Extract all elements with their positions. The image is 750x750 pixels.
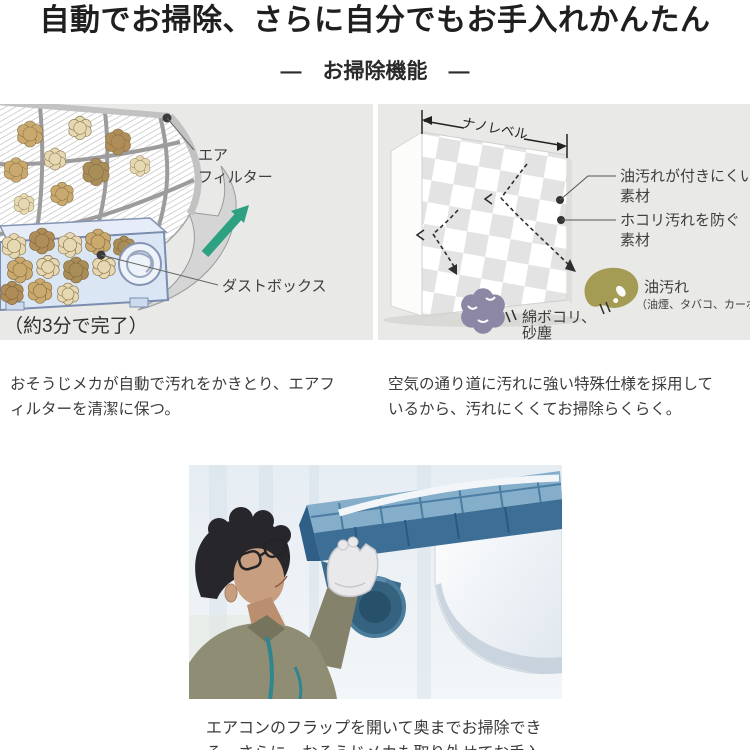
oil-dirt-detail-label: （油煙、タバコ、カーボン） [636,297,750,311]
feature-panels: エア フィルター ダストボックス （約3分で完了） [0,103,750,340]
page-title: 自動でお掃除、さらに自分でもお手入れかんたん [39,4,711,37]
dust-box-graphic [0,216,170,311]
dust-box-label: ダストボックス [222,278,327,295]
man-graphic [188,506,359,699]
air-filter-callout: エア フィルター [162,113,273,186]
air-filter-illustration: エア フィルター ダストボックス （約3分で完了） [0,103,327,337]
photo-caption: エアコンのフラップを開いて奥までお掃除できる。さらに、おそうじメカも取り外せてお… [206,719,542,750]
section-subtitle: — お掃除機能 — [280,59,470,83]
duration-note: （約3分で完了） [4,315,148,337]
cotton-dust-label-line1: 綿ボコリ、 [522,309,596,326]
air-filter-label-line1: エア [198,147,228,164]
cotton-dust-graphic [461,287,517,334]
dust-prevent-label-line2: 素材 [620,232,650,249]
dust-box-callout: ダストボックス [96,250,327,295]
glove-graphic [326,536,378,597]
coating-description: 空気の通り道に汚れに強い特殊仕様を採用しているから、汚れにくくてお掃除らくらく。 [388,376,714,418]
nano-level-label: ナノレベル [461,115,529,142]
maintenance-photo-illustration [188,464,562,699]
panel-descriptions: おそうじメカが自動で汚れをかきとり、エアフィルターを清潔に保つ。 空気の通り道に… [0,357,750,438]
nano-measure [421,109,568,158]
oil-dirt-label: 油汚れ [644,279,689,296]
maintenance-photo [188,464,562,699]
dust-prevent-callout: ホコリ汚れを防ぐ 素材 [557,212,740,249]
oil-resist-label-line2: 素材 [620,188,650,205]
coating-panel: ナノレベル 油汚れが付きにくい 素材 [378,103,750,340]
green-arrow-icon [201,204,249,257]
coating-illustration: ナノレベル 油汚れが付きにくい 素材 [383,109,750,340]
auto-clean-panel: エア フィルター ダストボックス （約3分で完了） [0,103,373,340]
cotton-dust-label-line2: 砂塵 [522,324,552,340]
auto-clean-description: おそうじメカが自動で汚れをかきとり、エアフィルターを清潔に保つ。 [10,376,335,418]
oil-dirt-graphic [584,267,639,314]
oil-resist-callout: 油汚れが付きにくい 素材 [556,168,750,205]
oil-resist-label-line1: 油汚れが付きにくい [620,168,750,185]
checkerboard-box-graphic [383,130,583,327]
dust-prevent-label-line1: ホコリ汚れを防ぐ [620,212,740,229]
air-filter-label-line2: フィルター [198,169,273,186]
bounce-trajectories [415,163,576,275]
